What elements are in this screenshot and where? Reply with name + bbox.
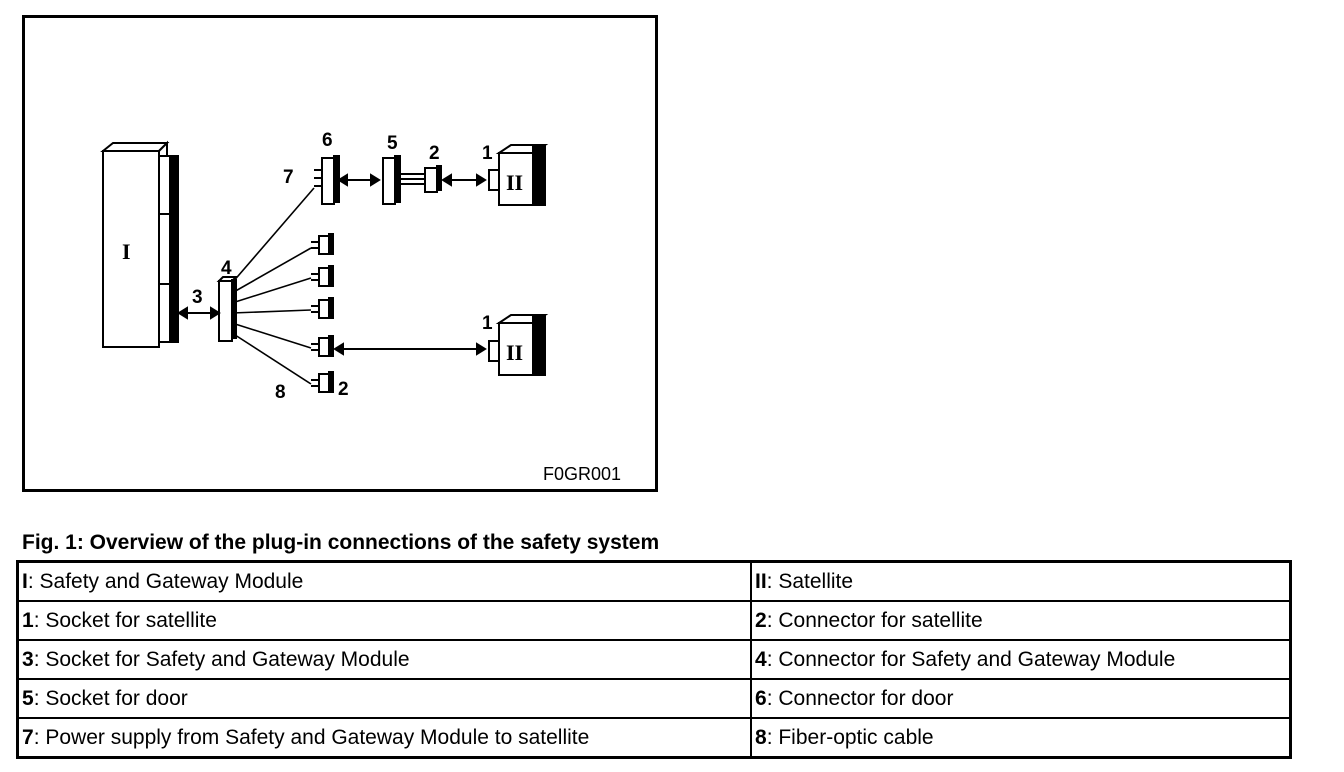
legend-key: 7 xyxy=(22,726,34,749)
label-satellite-bottom: II xyxy=(506,340,523,365)
legend-cell: 7: Power supply from Safety and Gateway … xyxy=(16,717,752,759)
label-2-top: 2 xyxy=(429,143,440,164)
legend-key: I xyxy=(22,570,28,593)
legend-cell: 3: Socket for Safety and Gateway Module xyxy=(16,639,752,680)
arrow-6-5 xyxy=(337,173,381,187)
label-6: 6 xyxy=(322,130,333,151)
legend-row: I: Safety and Gateway Module II: Satelli… xyxy=(16,560,1292,602)
legend-cell: 6: Connector for door xyxy=(750,678,1292,719)
legend-text: : Connector for door xyxy=(766,687,954,710)
cables xyxy=(231,187,315,385)
legend-text: : Satellite xyxy=(766,570,854,593)
label-satellite-top: II xyxy=(506,170,523,195)
label-1-bottom: 1 xyxy=(482,313,493,334)
label-4: 4 xyxy=(221,258,232,279)
legend-row: 3: Socket for Safety and Gateway Module … xyxy=(16,639,1292,680)
satellite-bottom xyxy=(488,314,549,376)
legend-key: 2 xyxy=(755,609,767,632)
label-1-top: 1 xyxy=(482,143,493,164)
arrow-2-1-top xyxy=(441,173,487,187)
connector-4 xyxy=(216,276,239,342)
legend-row: 7: Power supply from Safety and Gateway … xyxy=(16,717,1292,759)
legend-table: I: Safety and Gateway Module II: Satelli… xyxy=(16,560,1292,759)
fan-out-plugs xyxy=(311,233,334,393)
legend-text: : Socket for satellite xyxy=(33,609,217,632)
arrow-2-1-bottom xyxy=(333,342,487,356)
legend-text: : Safety and Gateway Module xyxy=(27,570,304,593)
legend-cell: 4: Connector for Safety and Gateway Modu… xyxy=(750,639,1292,680)
satellite-top xyxy=(488,144,549,206)
legend-text: : Connector for satellite xyxy=(766,609,983,632)
arrows xyxy=(177,173,487,356)
figure-frame: I II II 1 1 2 2 3 4 5 6 7 8 F0GR001 xyxy=(22,15,658,492)
figure-caption: Fig. 1: Overview of the plug-in connecti… xyxy=(22,531,660,554)
legend-text: : Socket for Safety and Gateway Module xyxy=(33,648,410,671)
connection-diagram: I II II 1 1 2 2 3 4 5 6 7 8 F0GR001 xyxy=(100,130,621,484)
socket-5 xyxy=(382,155,425,205)
legend-cell: 5: Socket for door xyxy=(16,678,752,719)
figure-id: F0GR001 xyxy=(543,464,621,484)
legend-cell: 2: Connector for satellite xyxy=(750,600,1292,641)
legend-key: 3 xyxy=(22,648,34,671)
label-module: I xyxy=(122,239,131,264)
legend-key: 8 xyxy=(755,726,767,749)
legend-key: 6 xyxy=(755,687,767,710)
legend-row: 1: Socket for satellite 2: Connector for… xyxy=(16,600,1292,641)
legend-row: 5: Socket for door 6: Connector for door xyxy=(16,678,1292,719)
label-2-bottom: 2 xyxy=(338,379,349,400)
legend-text: : Socket for door xyxy=(33,687,188,710)
legend-cell: 8: Fiber-optic cable xyxy=(750,717,1292,759)
legend-text: : Connector for Safety and Gateway Modul… xyxy=(766,648,1176,671)
label-5: 5 xyxy=(387,133,398,154)
legend-key: 4 xyxy=(755,648,767,671)
legend-key: 5 xyxy=(22,687,34,710)
connector-6 xyxy=(314,155,340,205)
legend-text: : Fiber-optic cable xyxy=(766,726,934,749)
label-3: 3 xyxy=(192,287,203,308)
connector-2-top xyxy=(424,165,442,193)
legend-cell: II: Satellite xyxy=(750,560,1292,602)
legend-cell: 1: Socket for satellite xyxy=(16,600,752,641)
label-7: 7 xyxy=(283,167,294,188)
safety-gateway-module xyxy=(100,140,179,348)
arrow-3 xyxy=(177,306,221,320)
label-8: 8 xyxy=(275,382,286,403)
legend-key: 1 xyxy=(22,609,34,632)
legend-text: : Power supply from Safety and Gateway M… xyxy=(33,726,590,749)
legend-cell: I: Safety and Gateway Module xyxy=(16,560,752,602)
legend-key: II xyxy=(755,570,767,593)
